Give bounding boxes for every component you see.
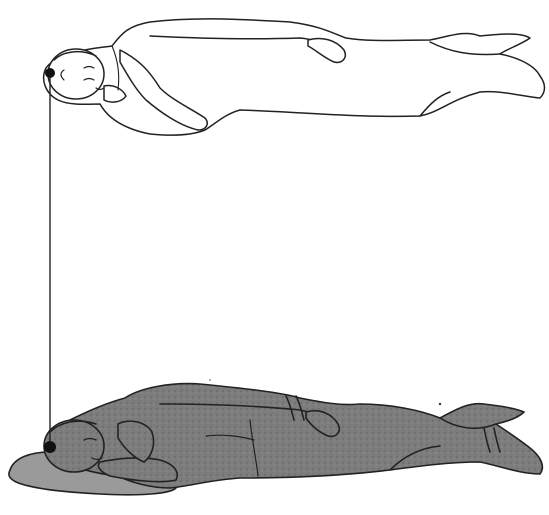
cord-node-upper bbox=[45, 68, 55, 78]
print-speck bbox=[439, 403, 441, 405]
connecting-cord bbox=[44, 68, 56, 453]
lower-sleeping-figure bbox=[9, 384, 543, 495]
upper-floating-figure bbox=[44, 19, 545, 135]
print-speck bbox=[209, 379, 211, 381]
cord-node-lower bbox=[44, 441, 56, 453]
